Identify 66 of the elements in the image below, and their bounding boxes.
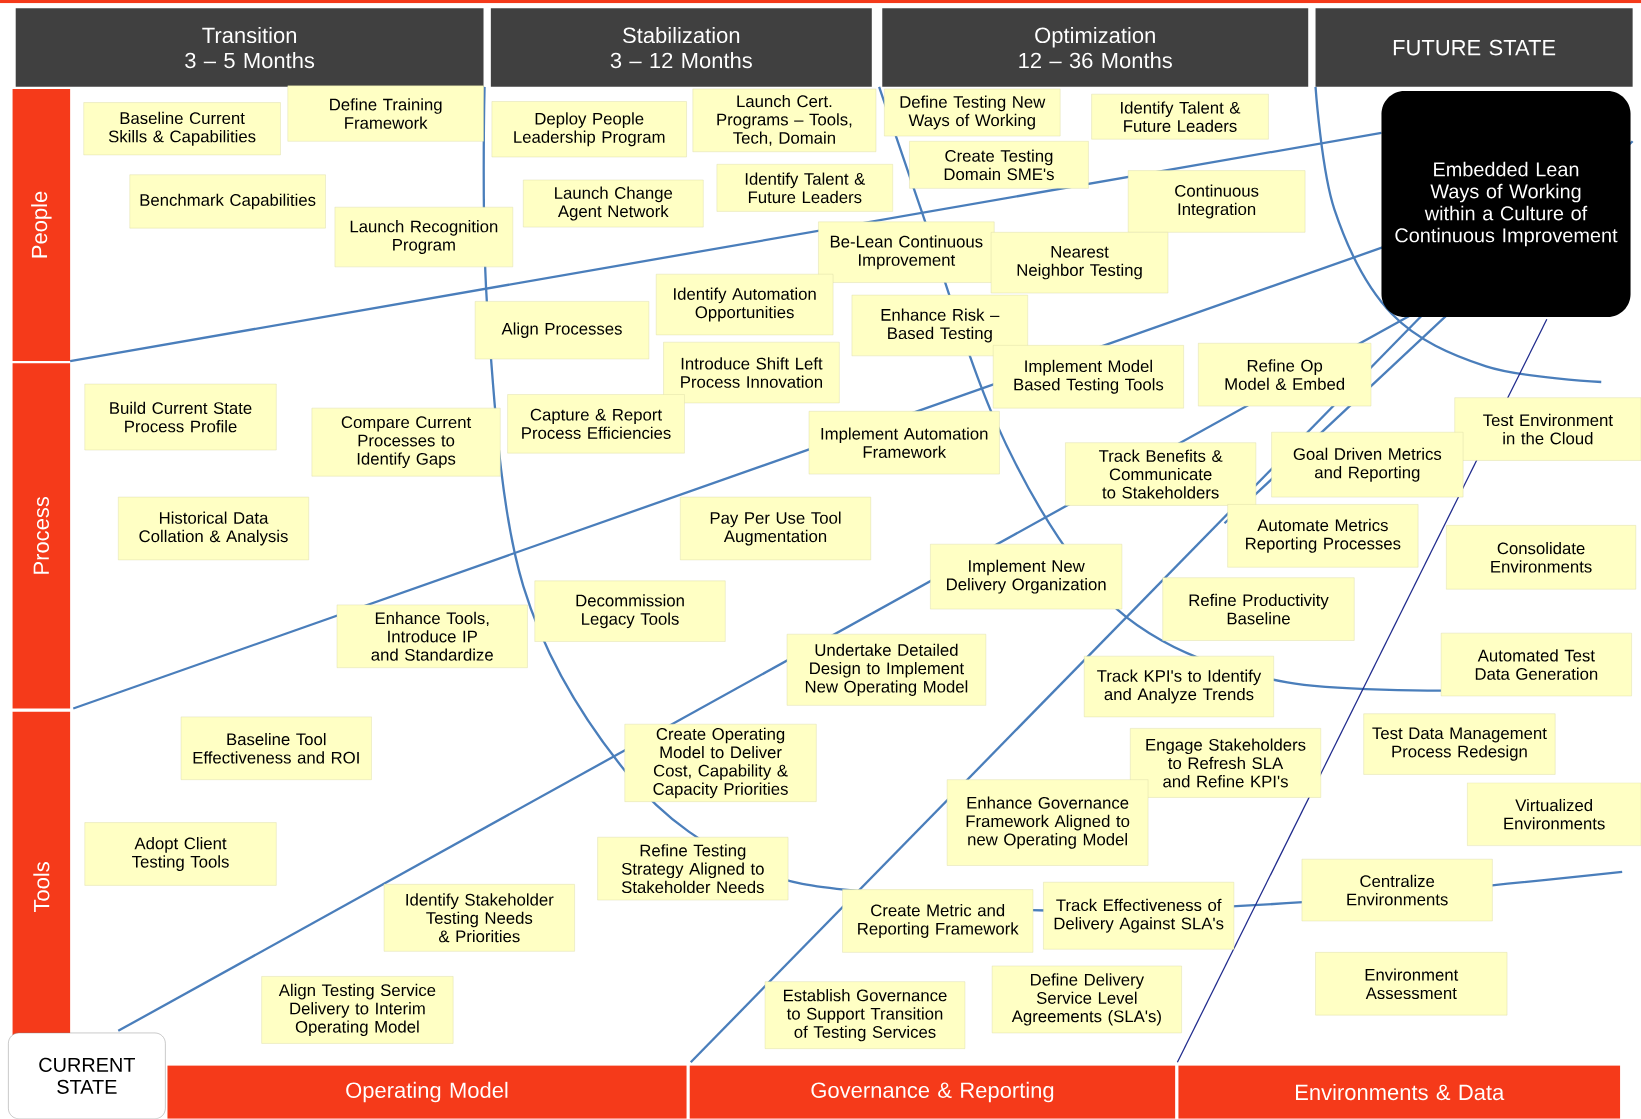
note-box: Consolidate Environments — [1446, 525, 1636, 590]
note-box: Introduce Shift Left Process Innovation — [663, 342, 840, 404]
note-box: Implement New Delivery Organization — [930, 544, 1123, 610]
note-box: Benchmark Capabilities — [129, 174, 326, 229]
note-box: Track Effectiveness of Delivery Against SLA's — [1043, 882, 1235, 950]
note-box: Test Data Management Process Redesign — [1363, 713, 1556, 775]
note-box: Nearest Neighbor Testing — [990, 232, 1169, 294]
category-band: People — [12, 89, 71, 362]
note-box: Launch Recognition Program — [334, 207, 514, 268]
node-label: Process — [33, 497, 50, 574]
phase-header: Optimization 12 – 36 Months — [882, 8, 1309, 87]
note-box: Automated Test Data Generation — [1440, 633, 1632, 697]
future-state-box: Embedded Lean Ways of Working within a Culture of Continuous Improvement — [1381, 91, 1631, 318]
state-box: CURRENT STATE — [8, 1032, 166, 1119]
note-box: Track KPI's to Identify and Analyze Trends — [1084, 656, 1274, 718]
note-box: Define Delivery Service Level Agreements (SLA's) — [991, 965, 1182, 1034]
category-band: Process — [12, 363, 71, 709]
note-box: Identify Automation Opportunities — [656, 274, 834, 336]
note-box: Baseline Tool Effectiveness and ROI — [180, 716, 372, 780]
note-box: Be-Lean Continuous Improvement — [818, 221, 995, 283]
note-box: Baseline Current Skills & Capabilities — [83, 102, 281, 156]
note-box: Launch Cert. Programs – Tools, Tech, Domain — [692, 88, 877, 153]
phase-header: FUTURE STATE — [1315, 8, 1633, 87]
category-band: Environments & Data — [1178, 1065, 1621, 1119]
note-box: Refine Op Model & Embed — [1198, 343, 1372, 407]
note-box: Enhance Risk – Based Testing — [851, 295, 1028, 357]
note-box: Environment Assessment — [1315, 952, 1508, 1016]
note-box: Establish Governance to Support Transition of Testing Services — [764, 981, 966, 1049]
note-box: Identify Stakeholder Testing Needs & Priorities — [383, 884, 575, 952]
note-box: Decommission Legacy Tools — [534, 580, 726, 642]
note-box: Define Testing New Ways of Working — [884, 88, 1061, 137]
note-box: Refine Testing Strategy Aligned to Stakeholder Needs — [597, 837, 789, 901]
note-box: Define Training Framework — [287, 85, 484, 142]
note-box: Enhance Tools, Introduce IP and Standardize — [336, 604, 528, 668]
note-box: Automate Metrics Reporting Processes — [1227, 504, 1419, 568]
note-box: Create Metric and Reporting Framework — [842, 889, 1034, 953]
note-box: Adopt Client Testing Tools — [84, 822, 277, 886]
note-box: Create Operating Model to Deliver Cost, Capability & Capacity Priorities — [624, 724, 817, 802]
note-box: Deploy People Leadership Program — [491, 101, 687, 158]
note-box: Create Testing Domain SME's — [909, 141, 1089, 189]
note-box: Continuous Integration — [1128, 170, 1306, 233]
note-box: Refine Productivity Baseline — [1162, 577, 1355, 641]
note-box: Implement Automation Framework — [808, 411, 1000, 475]
phase-header: Stabilization 3 – 12 Months — [490, 8, 872, 87]
note-box: Track Benefits & Communicate to Stakeholders — [1065, 442, 1257, 506]
note-box: Undertake Detailed Design to Implement New Operating Model — [786, 634, 987, 706]
note-box: Goal Driven Metrics and Reporting — [1271, 432, 1464, 498]
note-box: Virtualized Environments — [1467, 782, 1641, 846]
note-box: Centralize Environments — [1301, 859, 1493, 922]
note-box: Build Current State Process Profile — [84, 384, 277, 451]
note-box: Align Processes — [474, 301, 650, 360]
note-box: Historical Data Collation & Analysis — [118, 497, 309, 561]
note-box: Pay Per Use Tool Augmentation — [680, 497, 871, 561]
phase-header: Transition 3 – 5 Months — [15, 8, 484, 87]
note-box: Identify Talent & Future Leaders — [716, 164, 893, 212]
note-box: Test Environment in the Cloud — [1454, 397, 1641, 461]
note-box: Enhance Governance Framework Aligned to new Operating Model — [946, 779, 1149, 866]
note-box: Capture & Report Process Efficiencies — [507, 394, 685, 454]
category-band: Governance & Reporting — [689, 1065, 1176, 1119]
note-box: Launch Change Agent Network — [523, 179, 704, 228]
note-box: Compare Current Processes to Identify Gaps — [311, 408, 501, 477]
note-box: Implement Model Based Testing Tools — [993, 345, 1184, 409]
note-box: Identify Talent & Future Leaders — [1091, 94, 1269, 140]
category-band: Operating Model — [167, 1065, 687, 1119]
note-box: Align Testing Service Delivery to Interim Operating Model — [261, 976, 454, 1044]
note-box: Engage Stakeholders to Refresh SLA and Refine KPI's — [1130, 728, 1321, 798]
